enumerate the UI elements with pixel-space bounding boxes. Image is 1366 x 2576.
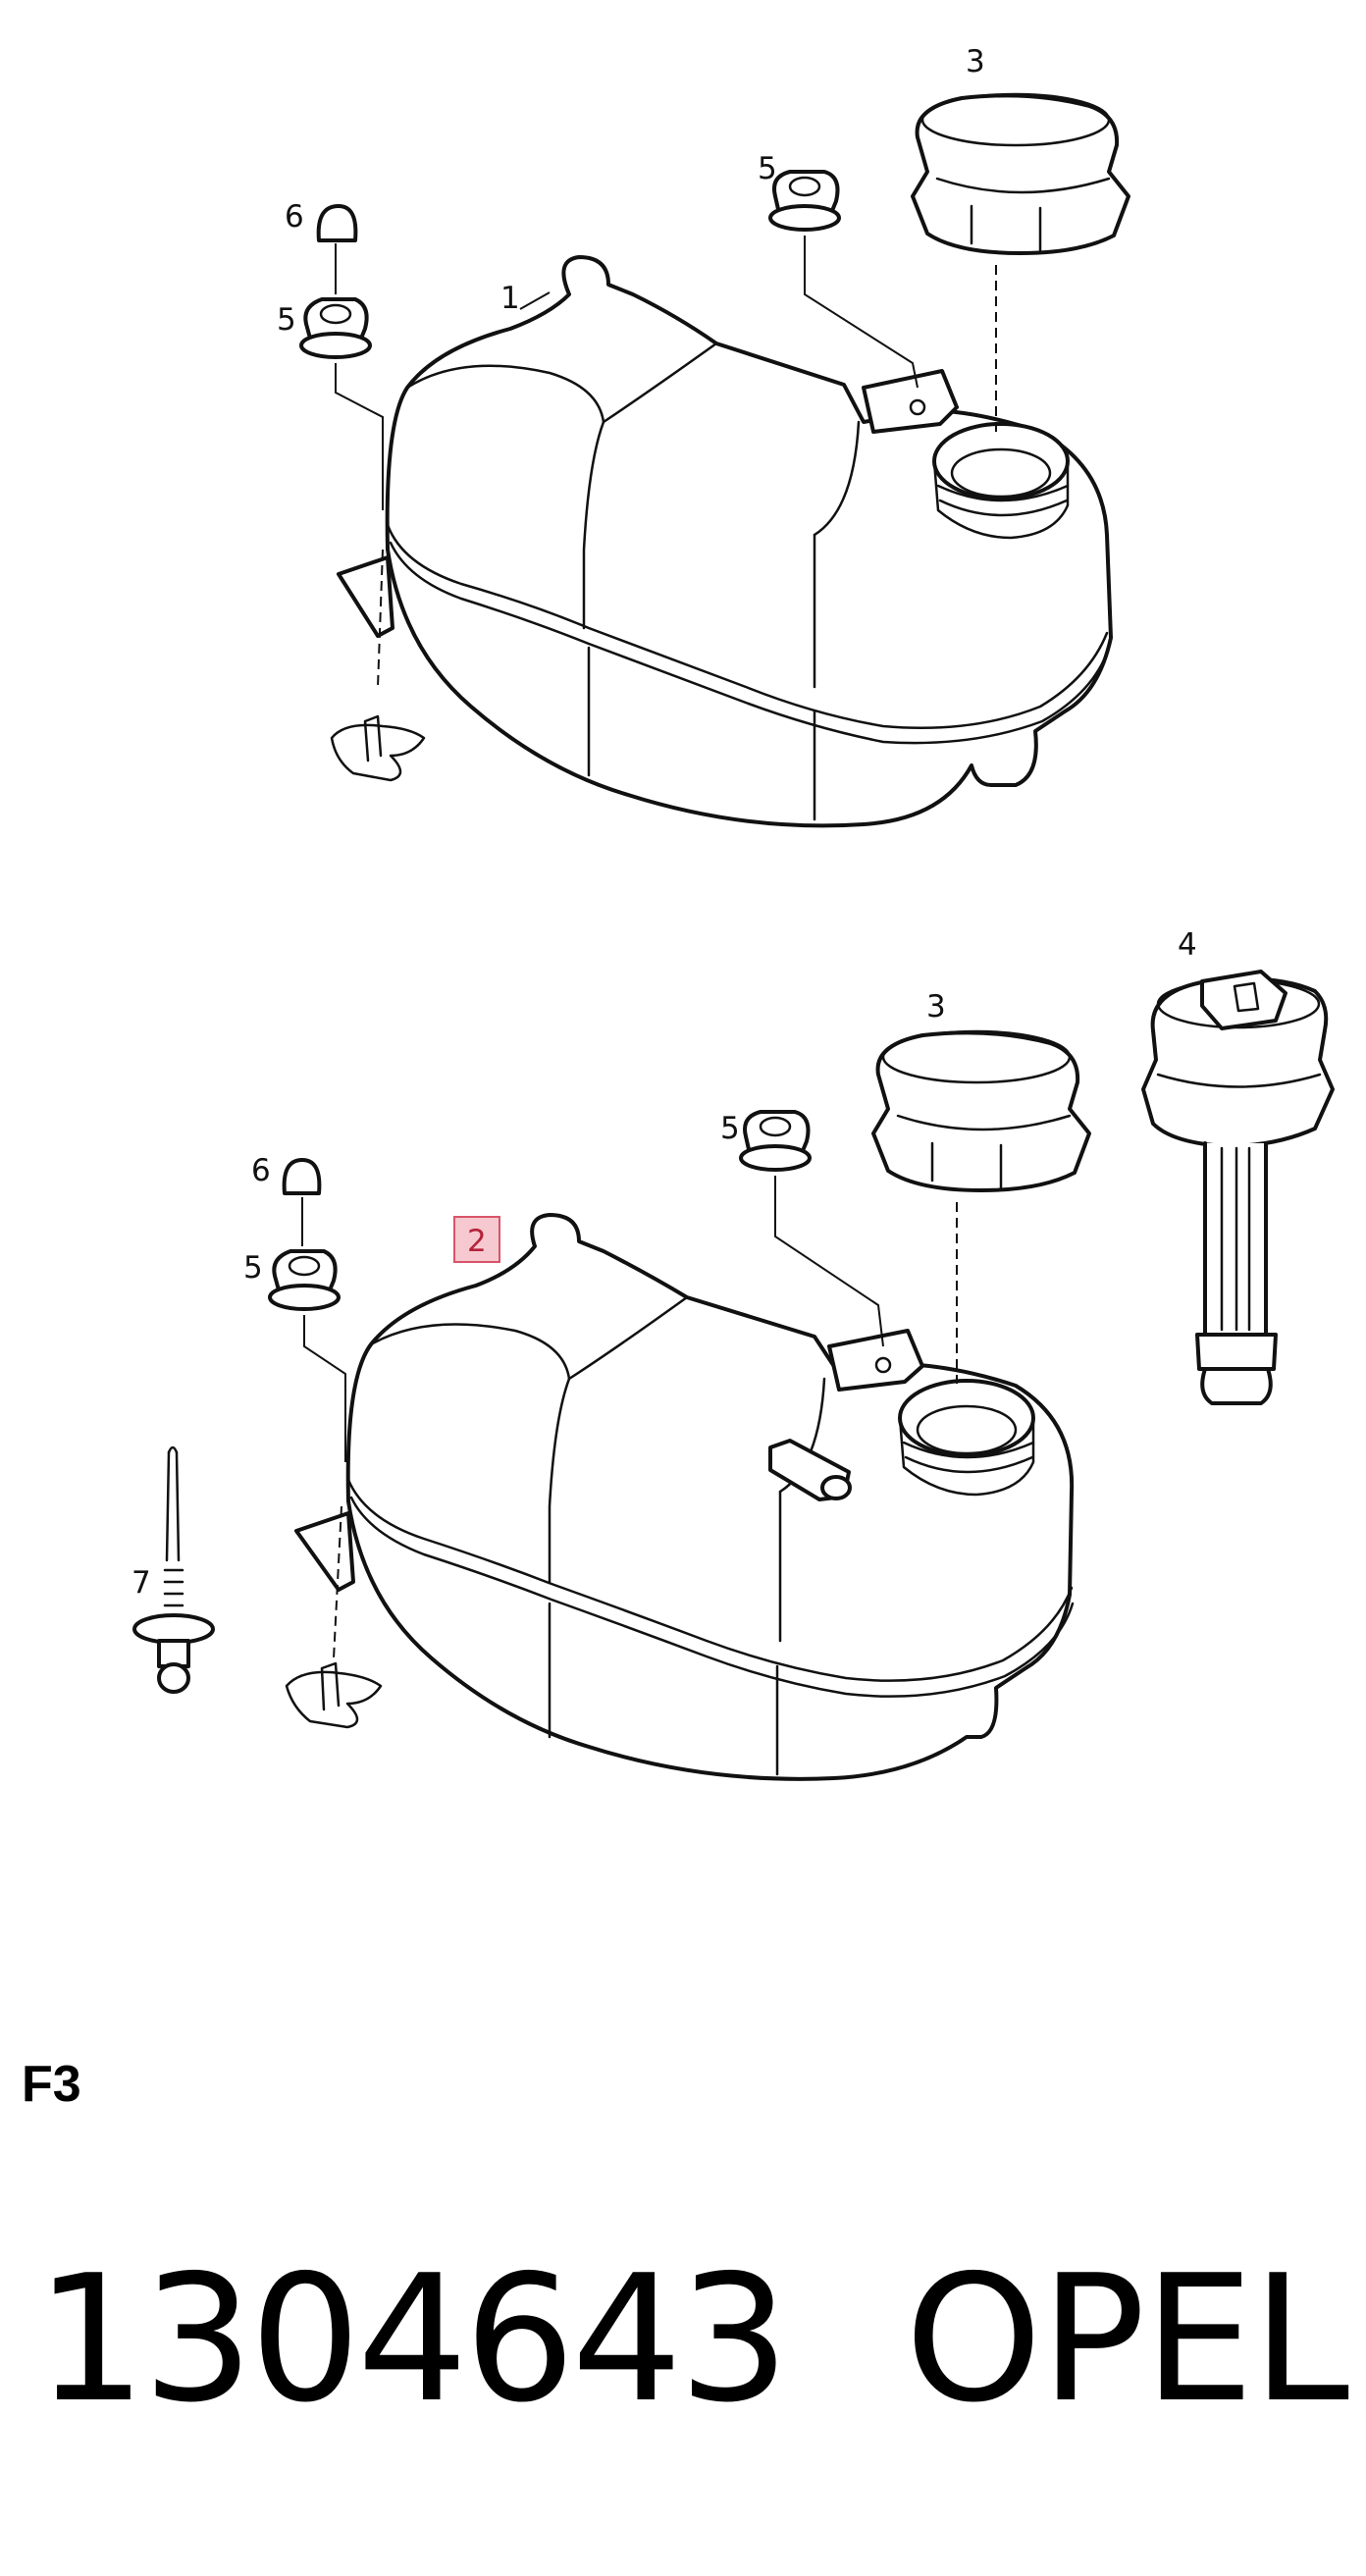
upper-callout-5-right: 5 (758, 151, 777, 186)
upper-callout-1: 1 (500, 281, 520, 316)
lower-mounting-bracket (294, 1511, 355, 1592)
brand-name: OPEL (905, 2237, 1349, 2441)
lower-callout-6: 6 (251, 1153, 271, 1188)
upper-mounting-bracket (337, 555, 394, 638)
section-label: F3 (22, 2056, 81, 2113)
upper-cap (911, 92, 1130, 255)
upper-cap-small (316, 204, 358, 242)
upper-tank-seam (386, 523, 1109, 730)
lower-cap (871, 1029, 1091, 1192)
lower-nut-right (739, 1110, 812, 1172)
lower-filler-neck (898, 1379, 1035, 1457)
upper-nut-left (299, 297, 372, 359)
svg-text:2: 2 (467, 1224, 487, 1259)
upper-stud (330, 714, 426, 782)
upper-filler-neck (932, 422, 1070, 500)
exploded-parts-diagram: 6 5 1 5 3 (131, 44, 1335, 1781)
lower-callout-5-left: 5 (243, 1250, 263, 1286)
upper-callout-5-left: 5 (277, 302, 296, 338)
lower-callout-7: 7 (131, 1565, 151, 1601)
lower-cap-with-level-sensor (1141, 970, 1335, 1405)
lower-hose-nipple (768, 1439, 852, 1501)
lower-stud (285, 1661, 383, 1729)
highlighted-callout-2[interactable]: 2 (453, 1216, 500, 1263)
lower-cap-small (282, 1158, 322, 1195)
upper-assembly: 6 5 1 5 3 (277, 44, 1130, 828)
upper-callout-3: 3 (966, 44, 985, 79)
upper-expansion-tank (385, 255, 1113, 828)
part-number: 1304643 (35, 2237, 790, 2441)
lower-callout-5-right: 5 (720, 1111, 740, 1146)
lower-bracket-tab (827, 1329, 924, 1392)
lower-callout-4: 4 (1178, 927, 1197, 963)
lower-tank-seam (346, 1478, 1074, 1682)
lower-expansion-tank (345, 1213, 1075, 1781)
lower-push-rivet (132, 1446, 215, 1694)
lower-callout-3: 3 (926, 989, 946, 1025)
upper-bracket-tab (862, 369, 959, 434)
lower-nut-left (268, 1249, 341, 1311)
upper-callout-6: 6 (285, 199, 304, 235)
upper-nut-right (768, 170, 841, 232)
lower-assembly: 6 5 5 3 4 7 2 (131, 927, 1335, 1781)
